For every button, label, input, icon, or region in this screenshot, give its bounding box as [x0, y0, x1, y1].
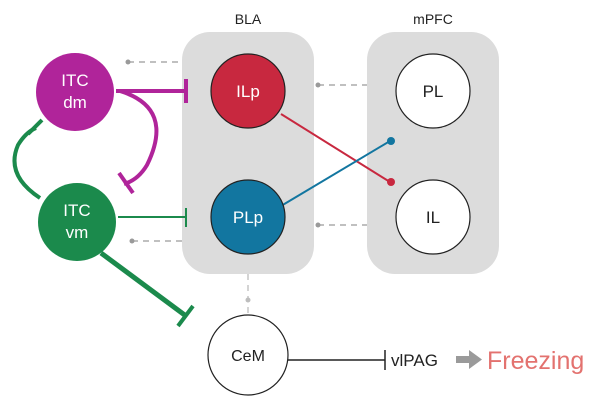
plp-circle [210, 179, 286, 255]
itc-dm-label-line1: ITC [61, 71, 88, 90]
dashed-link-cem-dot [245, 297, 251, 303]
dashed-link-top-dot [315, 82, 321, 88]
il-label: IL [426, 208, 440, 227]
freezing-label: Freezing [487, 347, 584, 375]
ilp-node: ILp [210, 53, 286, 129]
itc-vm-node: ITC vm [38, 183, 116, 261]
pl-circle [395, 53, 471, 129]
dashed-link-bottom-dot [315, 222, 321, 228]
il-node: IL [395, 179, 471, 255]
cem-node: CeM [207, 314, 289, 396]
itc-dm-circle [36, 53, 114, 131]
projection-ilp-to-il-terminal [387, 178, 395, 186]
itc-vm-label-line2: vm [66, 223, 89, 242]
dashed-links [125, 59, 367, 316]
itcvm-to-cem-bar [176, 304, 195, 328]
itcvm-projections [12, 118, 195, 328]
vlpag-label: vlPAG [391, 351, 438, 370]
dashed-link-itcvm-dot [129, 238, 135, 244]
ilp-circle [210, 53, 286, 129]
arrow-right-icon [456, 350, 482, 369]
itcvm-to-itcdm-arc [12, 126, 42, 200]
ilp-label: ILp [236, 82, 260, 101]
itcvm-to-itcdm-bar [26, 118, 44, 136]
il-circle [395, 179, 471, 255]
projection-plp-to-pl [280, 140, 391, 207]
mpfc-title: mPFC [413, 11, 453, 27]
itc-vm-label-line1: ITC [63, 201, 90, 220]
pl-node: PL [395, 53, 471, 129]
bla-title: BLA [235, 11, 262, 27]
projection-plp-to-pl-terminal [387, 137, 395, 145]
pl-label: PL [423, 82, 444, 101]
itc-dm-node: ITC dm [36, 53, 114, 131]
itc-vm-circle [38, 183, 116, 261]
cem-circle [207, 314, 289, 396]
itcdm-to-itcvm-arc [119, 89, 159, 186]
plp-node: PLp [210, 179, 286, 255]
itcvm-to-cem-line [99, 250, 188, 319]
plp-label: PLp [233, 208, 263, 227]
itc-dm-label-line2: dm [63, 93, 87, 112]
itcdm-projections [116, 79, 188, 195]
projection-ilp-to-il [280, 113, 391, 183]
cem-label: CeM [231, 348, 265, 365]
itcdm-to-itcvm-bar [117, 171, 135, 195]
dashed-link-itcdm-dot [125, 59, 131, 65]
